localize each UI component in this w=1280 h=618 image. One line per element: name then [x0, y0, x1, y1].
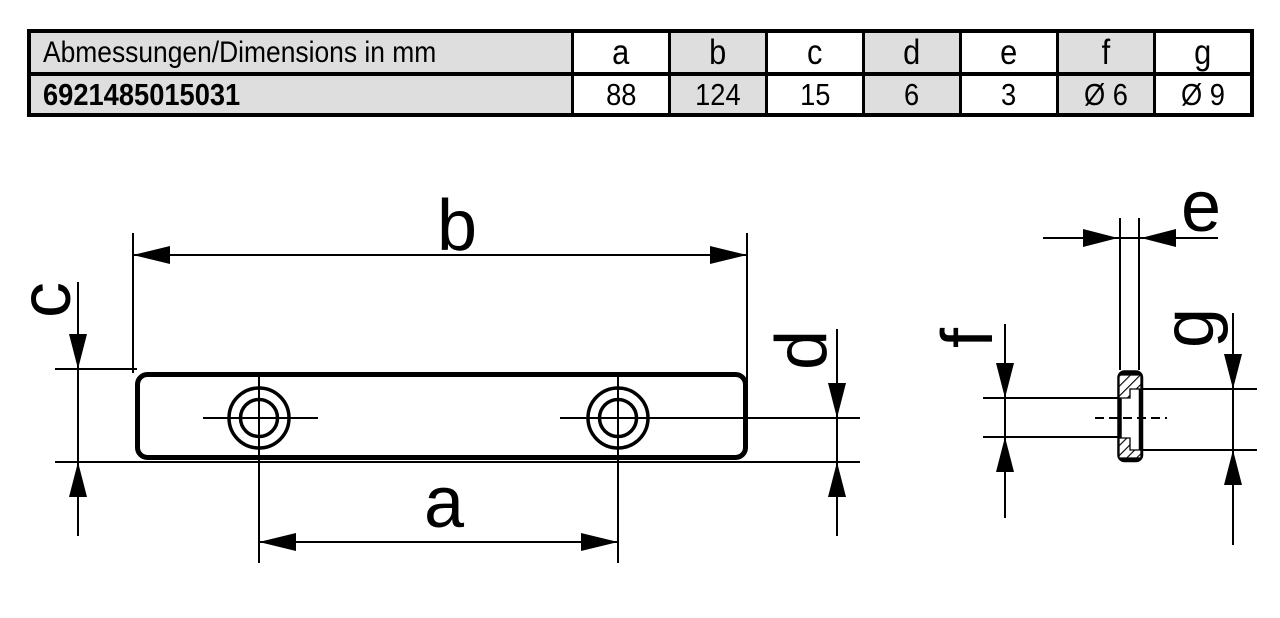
dimension-label-b: b: [437, 186, 477, 266]
dimension-f: [983, 324, 1119, 518]
dimensions-table: Abmessungen/Dimensions in mm a b c d e f…: [27, 29, 1254, 117]
table-col-c: c: [765, 33, 862, 76]
table-val-c: 15: [765, 76, 862, 113]
dimension-label-f: f: [928, 327, 1008, 348]
table-val-b: 124: [668, 76, 765, 113]
arrowhead: [996, 363, 1014, 398]
table-col-g: g: [1153, 33, 1250, 76]
arrowhead: [828, 383, 846, 418]
dimension-label-g: g: [1149, 308, 1229, 348]
arrowhead: [69, 462, 87, 497]
table-val-d: 6: [862, 76, 959, 113]
dimension-label-c: c: [6, 282, 86, 318]
table-title-cell: Abmessungen/Dimensions in mm: [31, 33, 571, 76]
dimension-b: [132, 233, 748, 383]
arrowhead: [710, 246, 747, 264]
arrowhead: [828, 462, 846, 497]
table-val-f: Ø 6: [1056, 76, 1153, 113]
left-hole-centerlines: [203, 376, 318, 563]
arrowhead: [1141, 229, 1176, 247]
dimension-c: [55, 282, 860, 536]
right-hole-centerlines: [560, 376, 860, 563]
arrowhead: [133, 246, 170, 264]
table-col-f: f: [1056, 33, 1153, 76]
table-col-b: b: [668, 33, 765, 76]
dimension-label-a: a: [424, 463, 465, 543]
dimension-label-d: d: [762, 330, 842, 370]
table-col-e: e: [959, 33, 1056, 76]
dimension-g: [1143, 313, 1257, 545]
table-val-a: 88: [571, 76, 668, 113]
arrowhead: [581, 533, 618, 551]
arrowhead: [1224, 450, 1242, 485]
dimension-label-e: e: [1181, 167, 1221, 247]
dimension-a: [259, 533, 618, 551]
arrowhead: [1083, 229, 1118, 247]
arrowhead: [69, 334, 87, 369]
arrowhead: [259, 533, 296, 551]
table-title: Abmessungen/Dimensions in mm: [43, 35, 437, 69]
part-number-cell: 6921485015031: [31, 76, 571, 113]
part-number: 6921485015031: [43, 76, 241, 112]
side-view: e f g: [928, 167, 1257, 545]
table-col-a: a: [571, 33, 668, 76]
arrowhead: [996, 437, 1014, 472]
table-val-e: 3: [959, 76, 1056, 113]
dimension-e: [1043, 218, 1218, 370]
arrowhead: [1224, 354, 1242, 389]
table-val-g: Ø 9: [1153, 76, 1250, 113]
table-col-d: d: [862, 33, 959, 76]
front-view: b a c d: [6, 186, 860, 563]
dimension-d: [828, 329, 846, 536]
section-hatch-bottom: [1118, 437, 1142, 459]
